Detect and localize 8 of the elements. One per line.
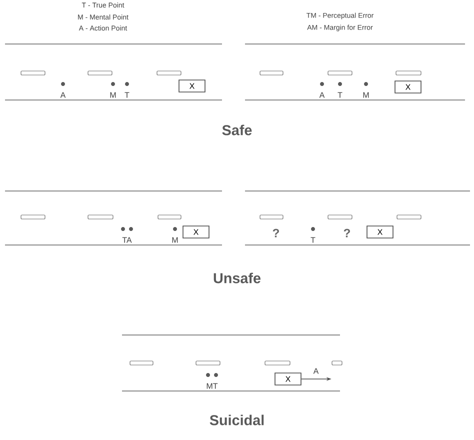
question-mark: ? [272, 228, 279, 238]
hazard-box: X [182, 226, 210, 238]
point-label: A [313, 368, 319, 374]
hazard-box: X [394, 80, 422, 94]
hazard-box: X [178, 80, 206, 92]
question-mark: ? [344, 228, 350, 238]
hazard-box: X [274, 372, 302, 386]
hazard-box: X [366, 226, 394, 238]
